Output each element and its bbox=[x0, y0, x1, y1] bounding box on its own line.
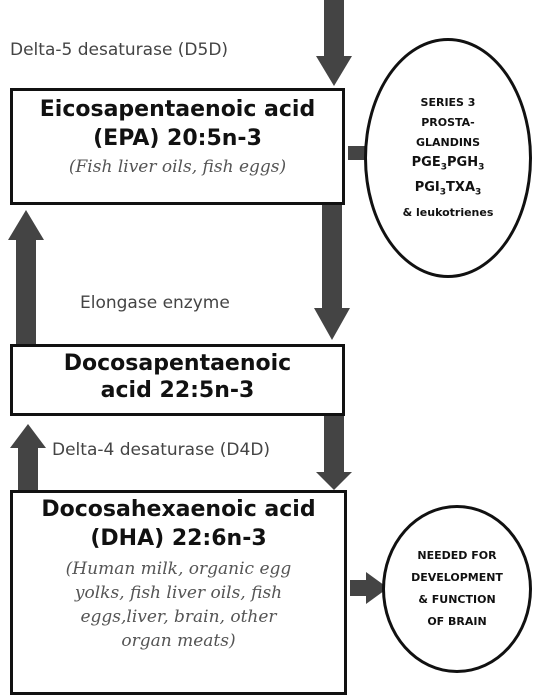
series3-leukotrienes: & leukotrienes bbox=[402, 205, 494, 219]
pg-i3: PGI3 bbox=[414, 180, 447, 198]
brain-line1: NEEDED FOR bbox=[417, 549, 497, 562]
label-delta5-desaturase: Delta-5 desaturase (D5D) bbox=[10, 40, 229, 60]
pg-h3-base: PGH bbox=[447, 155, 479, 171]
dha-source-line: organ meats) bbox=[121, 631, 236, 651]
dha-name-line1: Docosahexaenoic acid bbox=[41, 497, 316, 522]
tx-a3-base: TXA bbox=[446, 180, 475, 195]
tx-a3-sub: 3 bbox=[475, 187, 482, 198]
dha-name-line2: (DHA) 22:6n-3 bbox=[90, 526, 267, 551]
dha-source-line: eggs,liver, brain, other bbox=[80, 607, 277, 627]
dpa-box: Docosapentaenoic acid 22:5n-3 bbox=[10, 344, 345, 416]
series3-line3: GLANDINS bbox=[415, 136, 481, 150]
arrow-down-epa-to-dpa bbox=[314, 200, 350, 340]
arrow-down-into-epa bbox=[316, 0, 352, 86]
arrow-up-dpa-to-epa bbox=[8, 210, 44, 348]
epa-sources: (Fish liver oils, fish eggs) bbox=[68, 157, 287, 177]
series3-title: SERIES 3 bbox=[420, 96, 476, 110]
series3-line2: PROSTA- bbox=[421, 116, 475, 130]
epa-name-line1: Eicosapentaenoic acid bbox=[39, 97, 316, 122]
brain-line2: DEVELOPMENT bbox=[411, 571, 503, 584]
dha-source-line: (Human milk, organic egg bbox=[65, 559, 292, 579]
tx-a3: TXA3 bbox=[446, 180, 482, 198]
arrow-right-dha-to-brain bbox=[350, 572, 388, 604]
series3-prostaglandins-oval: SERIES 3 PROSTA- GLANDINS PGE3PGH3 PGI3T… bbox=[364, 38, 532, 278]
arrow-down-dpa-to-dha bbox=[316, 414, 352, 490]
dpa-name-line1: Docosapentaenoic bbox=[63, 351, 292, 376]
pg-e3: PGE3 bbox=[411, 155, 447, 173]
brain-line3: & FUNCTION bbox=[418, 593, 496, 606]
pg-i3-sub: 3 bbox=[439, 187, 447, 198]
pg-i3-base: PGI bbox=[414, 180, 440, 195]
dha-source-line: yolks, fish liver oils, fish bbox=[74, 583, 283, 603]
pg-e3-sub: 3 bbox=[440, 163, 447, 173]
brain-line4: OF BRAIN bbox=[427, 615, 487, 628]
dpa-name-line2: acid 22:5n-3 bbox=[100, 378, 255, 403]
epa-name-line2: (EPA) 20:5n-3 bbox=[93, 126, 262, 151]
dha-box: Docosahexaenoic acid (DHA) 22:6n-3 (Huma… bbox=[10, 490, 347, 695]
arrow-up-dha-to-dpa bbox=[10, 424, 46, 490]
brain-development-oval: NEEDED FOR DEVELOPMENT & FUNCTION OF BRA… bbox=[382, 505, 532, 673]
series3-pg-row1: PGE3PGH3 bbox=[412, 153, 485, 178]
epa-box: Eicosapentaenoic acid (EPA) 20:5n-3 (Fis… bbox=[10, 88, 345, 205]
pg-h3-sub: 3 bbox=[478, 163, 485, 173]
pg-e3-base: PGE bbox=[411, 155, 441, 171]
pg-h3: PGH3 bbox=[447, 155, 485, 173]
series3-pg-row2: PGI3TXA3 bbox=[415, 178, 482, 203]
label-elongase-enzyme: Elongase enzyme bbox=[80, 293, 230, 313]
label-delta4-desaturase: Delta-4 desaturase (D4D) bbox=[52, 440, 271, 460]
